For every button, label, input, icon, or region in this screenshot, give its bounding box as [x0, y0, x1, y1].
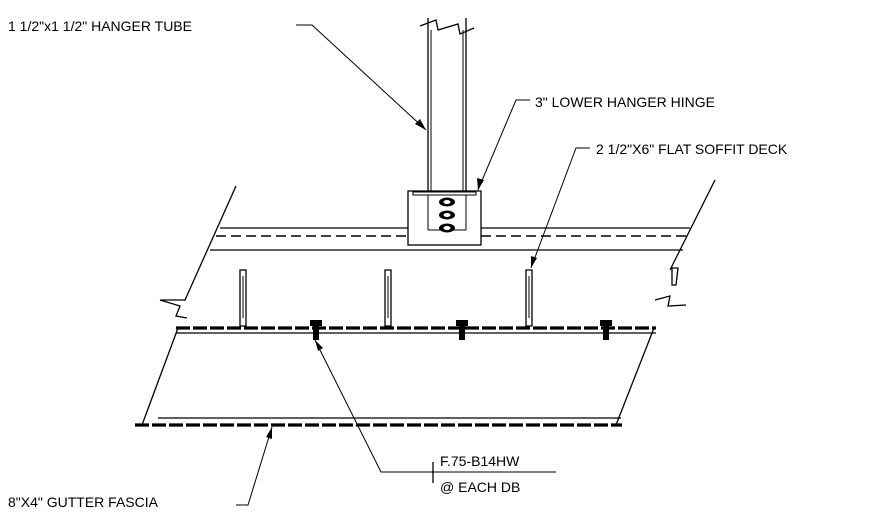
- gutter-fascia: [135, 326, 656, 427]
- label-lower-hinge: 3" LOWER HANGER HINGE: [535, 94, 715, 110]
- label-fastener-bottom: @ EACH DB: [440, 479, 520, 495]
- leader-lower-hinge: [477, 99, 530, 191]
- label-soffit-deck: 2 1/2"X6" FLAT SOFFIT DECK: [596, 141, 788, 157]
- fastener: [310, 320, 322, 340]
- label-hanger-tube: 1 1/2"x1 1/2" HANGER TUBE: [8, 18, 192, 34]
- label-fastener-top: F.75-B14HW: [440, 453, 520, 469]
- break-line-right: [654, 295, 687, 307]
- soffit-rib: [384, 269, 392, 327]
- soffit-rib: [525, 269, 533, 327]
- soffit-rib: [671, 267, 679, 286]
- soffit-rib: [239, 269, 247, 327]
- fastener: [456, 320, 468, 340]
- break-line-left: [159, 299, 188, 319]
- beam: [184, 179, 716, 301]
- fastener: [600, 320, 612, 340]
- lower-hanger-hinge: [407, 190, 482, 246]
- leader-fastener: [314, 339, 556, 483]
- label-gutter-fascia: 8"X4" GUTTER FASCIA: [8, 494, 159, 510]
- hanger-tube: [419, 18, 475, 192]
- leader-gutter-fascia: [236, 426, 273, 506]
- leader-hanger-tube: [296, 24, 427, 131]
